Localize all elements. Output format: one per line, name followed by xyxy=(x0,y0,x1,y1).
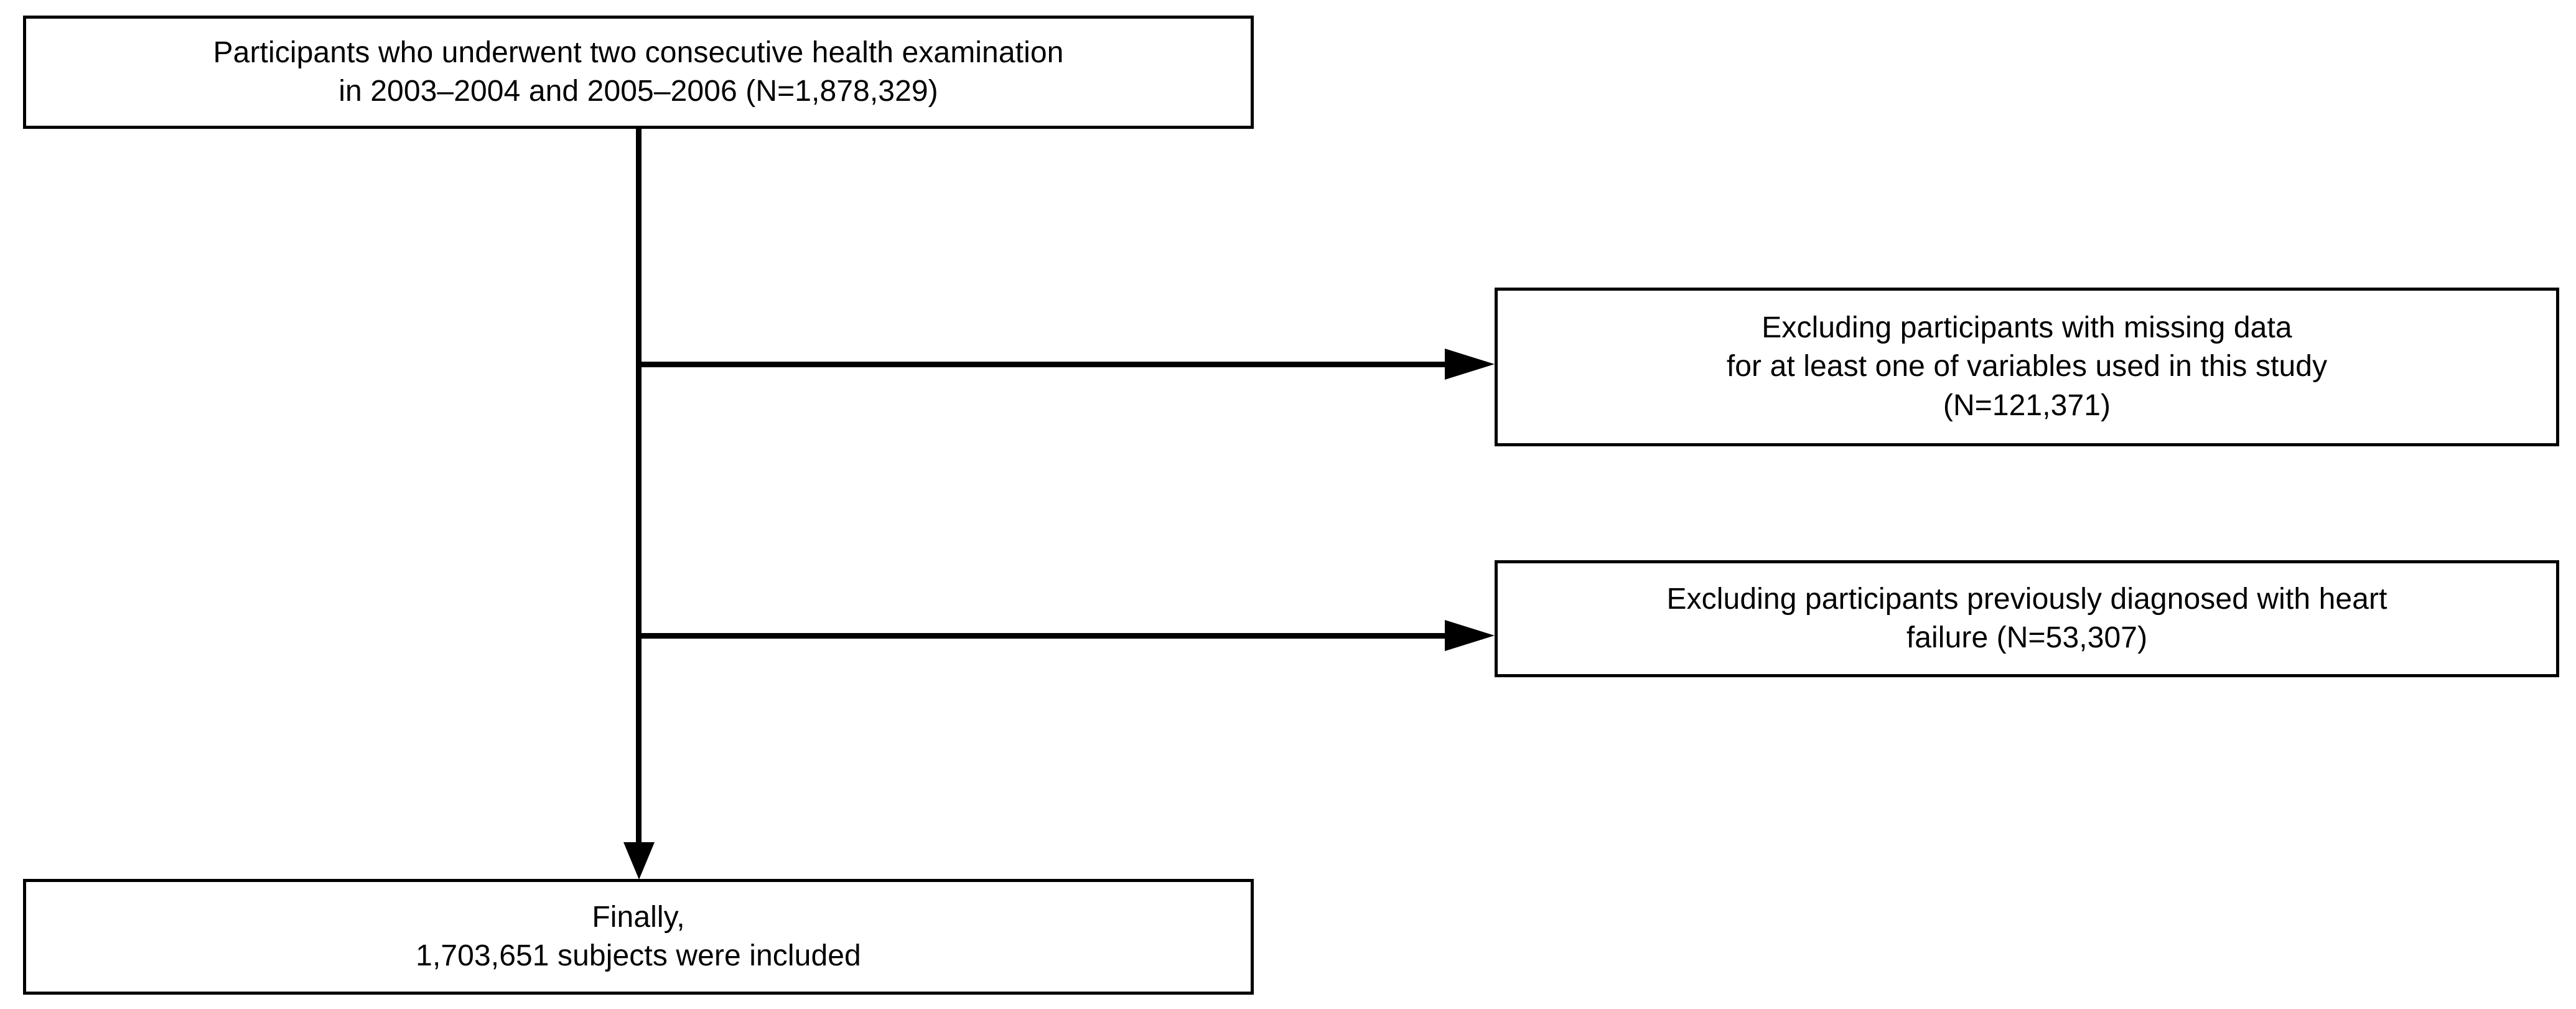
node-exclusion-prior-heart-failure-label: Excluding participants previously diagno… xyxy=(1666,582,2387,654)
connector-branch-exclusion-2-line xyxy=(636,633,1445,639)
node-exclusion-prior-heart-failure: Excluding participants previously diagno… xyxy=(1495,560,2559,677)
node-enrolled-participants: Participants who underwent two consecuti… xyxy=(23,16,1254,129)
node-enrolled-participants-label: Participants who underwent two consecuti… xyxy=(213,35,1064,108)
node-exclusion-missing-data-label: Excluding participants with missing data… xyxy=(1726,311,2328,422)
node-final-included-label: Finally, 1,703,651 subjects were include… xyxy=(416,900,861,972)
node-exclusion-missing-data: Excluding participants with missing data… xyxy=(1495,288,2559,446)
node-final-included: Finally, 1,703,651 subjects were include… xyxy=(23,879,1254,995)
arrowhead-down-final-icon xyxy=(623,842,655,880)
connector-branch-exclusion-1-line xyxy=(636,362,1445,367)
arrowhead-right-exclusion-2-icon xyxy=(1445,620,1495,651)
connector-main-vertical-line xyxy=(636,129,642,846)
arrowhead-right-exclusion-1-icon xyxy=(1445,349,1495,380)
